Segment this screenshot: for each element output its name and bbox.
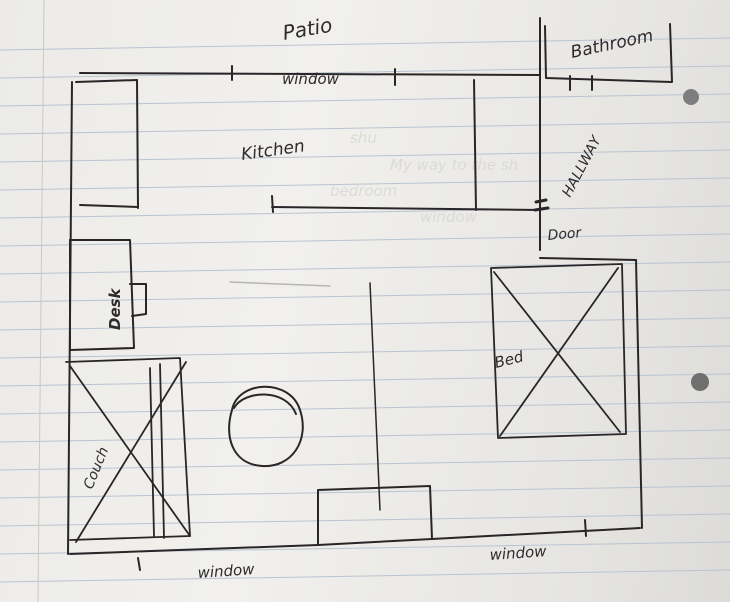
- bleed-through-text: shu My way to the sh bedroom window: [330, 129, 518, 226]
- bed-outline: [490, 263, 627, 439]
- window-ticks: [137, 65, 587, 571]
- svg-text:shu: shu: [350, 129, 377, 147]
- room-divider: [229, 281, 381, 511]
- round-table: [228, 385, 304, 468]
- svg-text:window: window: [420, 208, 478, 226]
- binder-hole-bottom: [691, 373, 709, 391]
- label-bed: Bed: [493, 347, 526, 372]
- couch-outline: [65, 357, 191, 543]
- label-bathroom: Bathroom: [569, 26, 655, 63]
- label-desk: Desk: [106, 287, 124, 330]
- label-patio: Patio: [281, 13, 334, 45]
- kitchen-counters: [75, 79, 539, 213]
- bathroom-walls: [544, 23, 673, 91]
- label-kitchen: Kitchen: [240, 136, 306, 165]
- label-window-bottom-right: window: [489, 542, 548, 564]
- label-hallway: HALLWAY: [559, 132, 605, 199]
- label-window-top: window: [282, 70, 340, 88]
- exterior-walls: [67, 17, 643, 555]
- label-door: Door: [547, 225, 583, 244]
- margin-line: [37, 0, 45, 602]
- label-window-bottom-left: window: [197, 560, 256, 582]
- svg-text:bedroom: bedroom: [330, 182, 397, 200]
- tv-stand: [317, 485, 433, 546]
- svg-text:My way to the sh: My way to the sh: [390, 156, 518, 174]
- desk-outline: [69, 239, 147, 351]
- binder-hole-top: [683, 89, 699, 105]
